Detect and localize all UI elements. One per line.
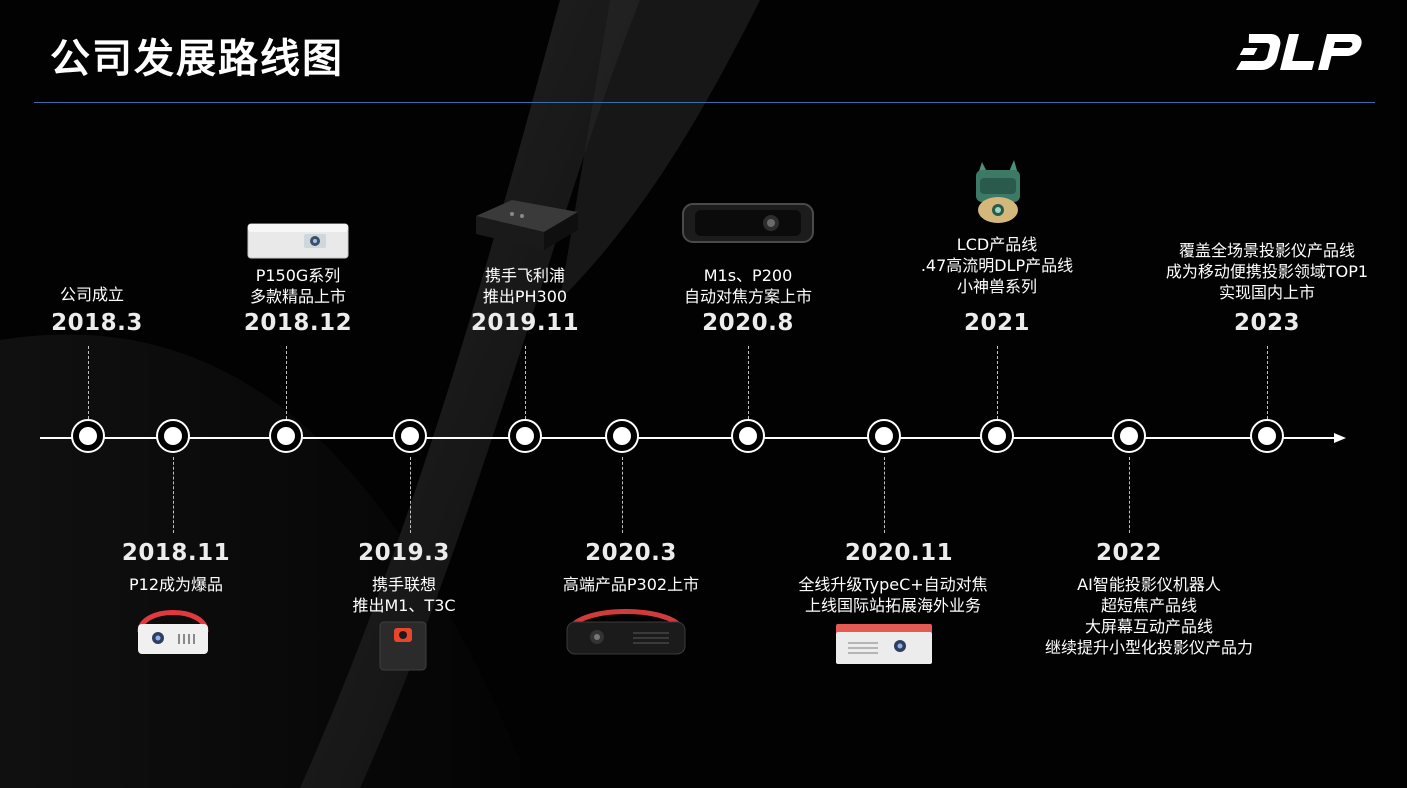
projector-black-cube-icon <box>379 621 427 671</box>
projector-black-round-icon <box>682 203 814 243</box>
milestone-year: 2021 <box>963 310 1030 336</box>
header-divider <box>34 102 1375 103</box>
connector-line <box>410 457 411 533</box>
milestone-year: 2019.3 <box>358 540 450 566</box>
milestone-year: 2019.11 <box>470 310 580 336</box>
timeline-node <box>156 419 190 453</box>
milestone-desc: 公司成立 <box>59 285 124 304</box>
milestone-year: 2020.3 <box>585 540 677 566</box>
timeline-node <box>508 419 542 453</box>
timeline-node <box>1112 419 1146 453</box>
milestone-year: 2020.8 <box>702 310 794 336</box>
timeline-node <box>269 419 303 453</box>
timeline-node <box>605 419 639 453</box>
timeline-node <box>867 419 901 453</box>
projector-red-handle-white-icon <box>137 610 209 654</box>
connector-line <box>286 346 287 419</box>
projector-black-slim-icon <box>476 200 578 250</box>
timeline-node <box>71 419 105 453</box>
page-title: 公司发展路线图 <box>50 36 344 82</box>
milestone-year: 2018.12 <box>243 310 353 336</box>
milestone-year: 2023 <box>1233 310 1300 336</box>
milestone-desc: 覆盖全场景投影仪产品线 成为移动便携投影领域TOP1 实现国内上市 <box>1165 241 1369 302</box>
milestone-desc: LCD产品线 .47高流明DLP产品线 小神兽系列 <box>920 235 1074 296</box>
milestone-desc: 携手飞利浦 推出PH300 <box>482 266 568 306</box>
timeline-arrow-icon <box>1334 433 1346 443</box>
projector-green-creature-icon <box>976 160 1020 223</box>
timeline-node <box>393 419 427 453</box>
connector-line <box>1129 457 1130 533</box>
connector-line <box>748 346 749 419</box>
projector-black-red-handle-icon <box>566 609 686 655</box>
milestone-desc: M1s、P200 自动对焦方案上市 <box>683 266 812 306</box>
timeline-node <box>980 419 1014 453</box>
timeline-node <box>1250 419 1284 453</box>
timeline-node <box>731 419 765 453</box>
connector-line <box>997 346 998 419</box>
projector-red-white-box-icon <box>836 624 932 664</box>
dlp-logo <box>1236 34 1362 70</box>
milestone-year: 2020.11 <box>844 540 954 566</box>
milestone-desc: P150G系列 多款精品上市 <box>249 266 346 306</box>
milestone-year: 2018.11 <box>121 540 231 566</box>
milestone-year: 2022 <box>1095 540 1162 566</box>
milestone-desc: P12成为爆品 <box>128 575 223 594</box>
connector-line <box>88 346 89 419</box>
connector-line <box>173 457 174 533</box>
milestone-desc: 携手联想 推出M1、T3C <box>352 575 456 615</box>
milestone-desc: AI智能投影仪机器人 超短焦产品线 大屏幕互动产品线 继续提升小型化投影仪产品力 <box>1044 575 1253 657</box>
milestone-year: 2018.3 <box>51 310 143 336</box>
connector-line <box>622 457 623 533</box>
connector-line <box>1267 346 1268 419</box>
milestone-desc: 高端产品P302上市 <box>562 575 700 594</box>
projector-white-box-icon <box>247 223 349 259</box>
connector-line <box>525 346 526 419</box>
connector-line <box>884 457 885 533</box>
milestone-desc: 全线升级TypeC+自动对焦 上线国际站拓展海外业务 <box>798 575 988 615</box>
timeline-axis <box>40 437 1336 439</box>
